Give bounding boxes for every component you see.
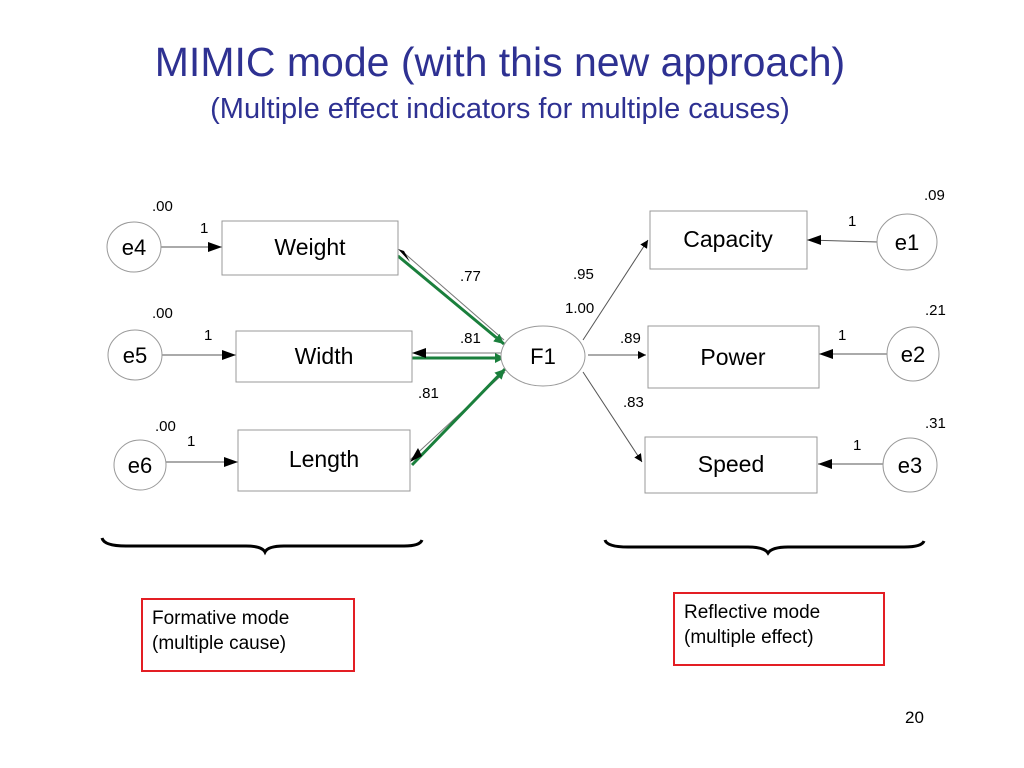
brace-reflective <box>603 539 926 556</box>
svg-text:e3: e3 <box>898 453 922 478</box>
error-loading-e3: 1 <box>853 437 861 454</box>
reflective-mode-label: Reflective mode <box>684 602 821 623</box>
arrowhead-e3-speed <box>818 459 832 469</box>
slide-subtitle: (Multiple effect indicators for multiple… <box>210 93 790 125</box>
variance-e4: .00 <box>152 198 173 215</box>
reflective-mode-sublabel: (multiple effect) <box>684 627 814 648</box>
slide-title: MIMIC mode (with this new approach) <box>154 39 846 85</box>
path-coef-width: .81 <box>460 330 481 347</box>
error-loading-e5: 1 <box>204 327 212 344</box>
variance-e3: .31 <box>925 415 946 432</box>
arrowhead-e6-length <box>224 457 238 467</box>
path-length-f1 <box>410 367 507 467</box>
arrowhead-e4-weight <box>208 242 222 252</box>
path-coef-length: .81 <box>418 385 439 402</box>
error-node-e1: e1 <box>876 213 938 271</box>
loading-capacity: .95 <box>573 266 594 283</box>
indicator-width: Width <box>235 330 413 383</box>
path-weight-f1-black <box>402 251 505 341</box>
svg-text:F1: F1 <box>530 344 556 369</box>
reflective-mode-box: Reflective mode (multiple effect) <box>673 592 885 666</box>
arrowhead-width-reverse <box>412 348 426 358</box>
svg-text:e5: e5 <box>123 343 147 368</box>
arrowhead-weight-reverse <box>398 249 410 262</box>
indicator-length: Length <box>237 429 411 492</box>
svg-text:e6: e6 <box>128 453 152 478</box>
svg-text:Capacity: Capacity <box>683 226 773 252</box>
variance-e6: .00 <box>155 418 176 435</box>
error-loading-e6: 1 <box>187 433 195 450</box>
arrowhead-e2-power <box>819 349 833 359</box>
formative-mode-label: Formative mode <box>152 608 290 629</box>
loading-power: .89 <box>620 330 641 347</box>
arrowhead-length-reverse <box>410 448 422 462</box>
svg-text:Weight: Weight <box>274 234 346 260</box>
svg-text:e1: e1 <box>895 230 919 255</box>
svg-text:Power: Power <box>700 344 766 370</box>
indicator-power: Power <box>647 325 820 389</box>
path-f1-capacity <box>582 239 649 341</box>
svg-text:e4: e4 <box>122 235 146 260</box>
svg-text:Width: Width <box>295 343 354 369</box>
error-node-e3: e3 <box>882 437 938 493</box>
variance-e2: .21 <box>925 302 946 319</box>
path-coef-weight: .77 <box>460 268 481 285</box>
error-node-e6: e6 <box>113 439 167 491</box>
latent-node-f1: F1 <box>500 325 586 387</box>
page-number: 20 <box>905 708 924 727</box>
formative-mode-sublabel: (multiple cause) <box>152 633 287 654</box>
svg-text:e2: e2 <box>901 342 925 367</box>
error-node-e4: e4 <box>106 221 162 273</box>
indicator-capacity: Capacity <box>649 210 808 270</box>
indicator-weight: Weight <box>221 220 399 276</box>
indicator-speed: Speed <box>644 436 818 494</box>
loading-speed: .83 <box>623 394 644 411</box>
fixed-loading: 1.00 <box>565 300 594 317</box>
svg-text:Speed: Speed <box>698 451 765 477</box>
error-node-e2: e2 <box>886 326 940 382</box>
brace-formative <box>100 537 424 556</box>
arrowhead-e1-capacity <box>807 235 821 245</box>
arrowhead-e5-width <box>222 350 236 360</box>
formative-mode-box: Formative mode (multiple cause) <box>141 598 355 672</box>
error-loading-e4: 1 <box>200 220 208 237</box>
path-f1-speed <box>582 371 643 463</box>
error-loading-e1: 1 <box>848 213 856 230</box>
variance-e5: .00 <box>152 305 173 322</box>
variance-e1: .09 <box>924 187 945 204</box>
path-weight-f1 <box>397 254 505 346</box>
error-node-e5: e5 <box>107 329 163 381</box>
error-loading-e2: 1 <box>838 327 846 344</box>
svg-text:Length: Length <box>289 446 359 472</box>
